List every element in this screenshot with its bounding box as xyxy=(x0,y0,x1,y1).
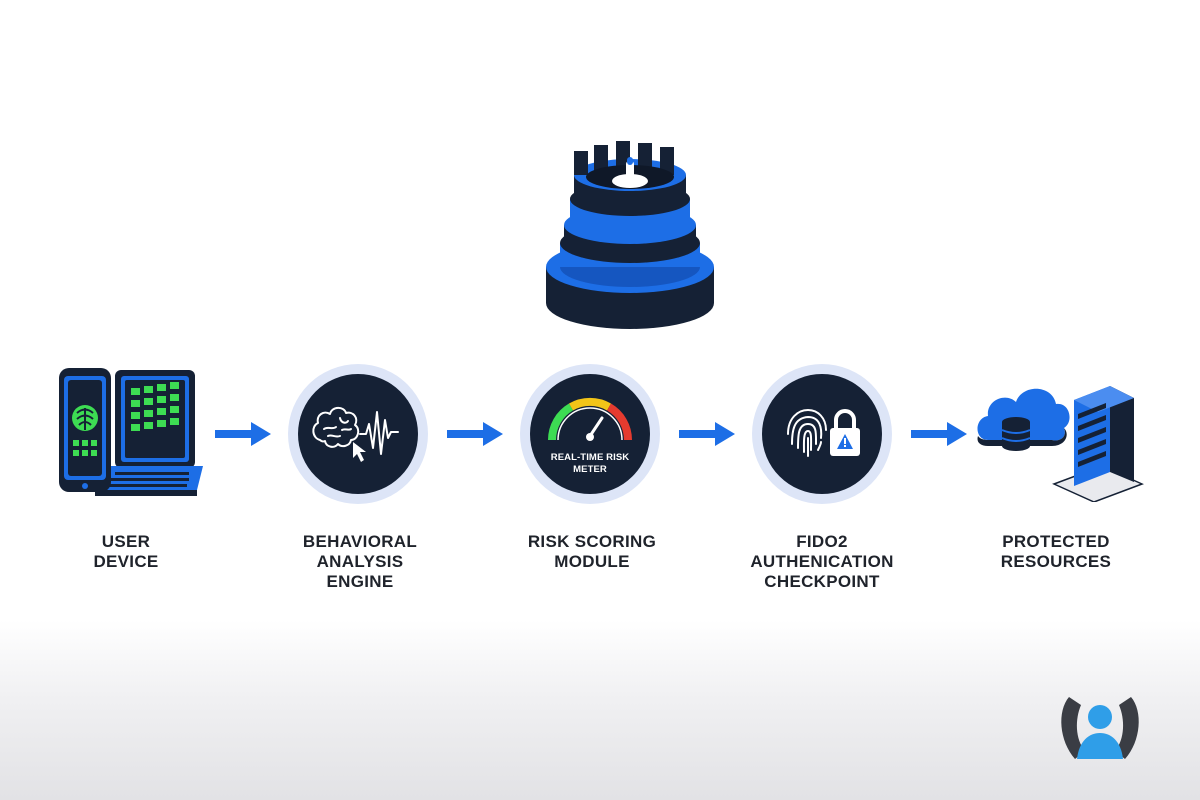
user-logo-icon xyxy=(1061,697,1139,759)
risk-meter-icon xyxy=(547,397,633,441)
fido2-badge xyxy=(752,364,892,504)
stage-label-fido2: FIDO2 AUTHENICATION CHECKPOINT xyxy=(722,532,922,592)
meter-caption-line: REAL-TIME RISK xyxy=(550,452,630,463)
stage-label-risk-scoring: RISK SCORING MODULE xyxy=(492,532,692,572)
fingerprint-lock-icon xyxy=(787,408,860,457)
risk-meter-badge: REAL-TIME RISK METER xyxy=(520,364,660,504)
label-line: CHECKPOINT xyxy=(764,572,880,591)
laptop-phone-icon xyxy=(59,368,203,496)
label-line: USER xyxy=(101,532,151,551)
cloud-server-icon xyxy=(977,386,1144,502)
behavioral-analysis-badge xyxy=(288,364,428,504)
label-line: FIDO2 xyxy=(796,532,848,551)
label-line: PROTECTED xyxy=(1002,532,1110,551)
arrow-right-icon xyxy=(911,422,967,446)
label-line: MODULE xyxy=(554,552,630,571)
arrow-right-icon xyxy=(447,422,503,446)
stage-label-behavioral-analysis: BEHAVIORAL ANALYSIS ENGINE xyxy=(260,532,460,592)
stage-label-protected-resources: PROTECTED RESOURCES xyxy=(956,532,1156,572)
security-tower-icon xyxy=(546,141,714,329)
label-line: RESOURCES xyxy=(1000,552,1112,571)
arrow-right-icon xyxy=(215,422,271,446)
stage-label-user-device: USER DEVICE xyxy=(26,532,226,572)
label-line: BEHAVIORAL xyxy=(302,532,418,551)
meter-caption: REAL-TIME RISK METER xyxy=(530,452,650,476)
label-line: ANALYSIS xyxy=(316,552,404,571)
label-line: DEVICE xyxy=(93,552,159,571)
arrow-right-icon xyxy=(679,422,735,446)
label-line: RISK SCORING xyxy=(527,532,657,551)
brain-waveform-icon xyxy=(312,406,399,462)
label-line: ENGINE xyxy=(326,572,394,591)
label-line: AUTHENICATION xyxy=(750,552,894,571)
meter-caption-line: METER xyxy=(573,464,607,475)
